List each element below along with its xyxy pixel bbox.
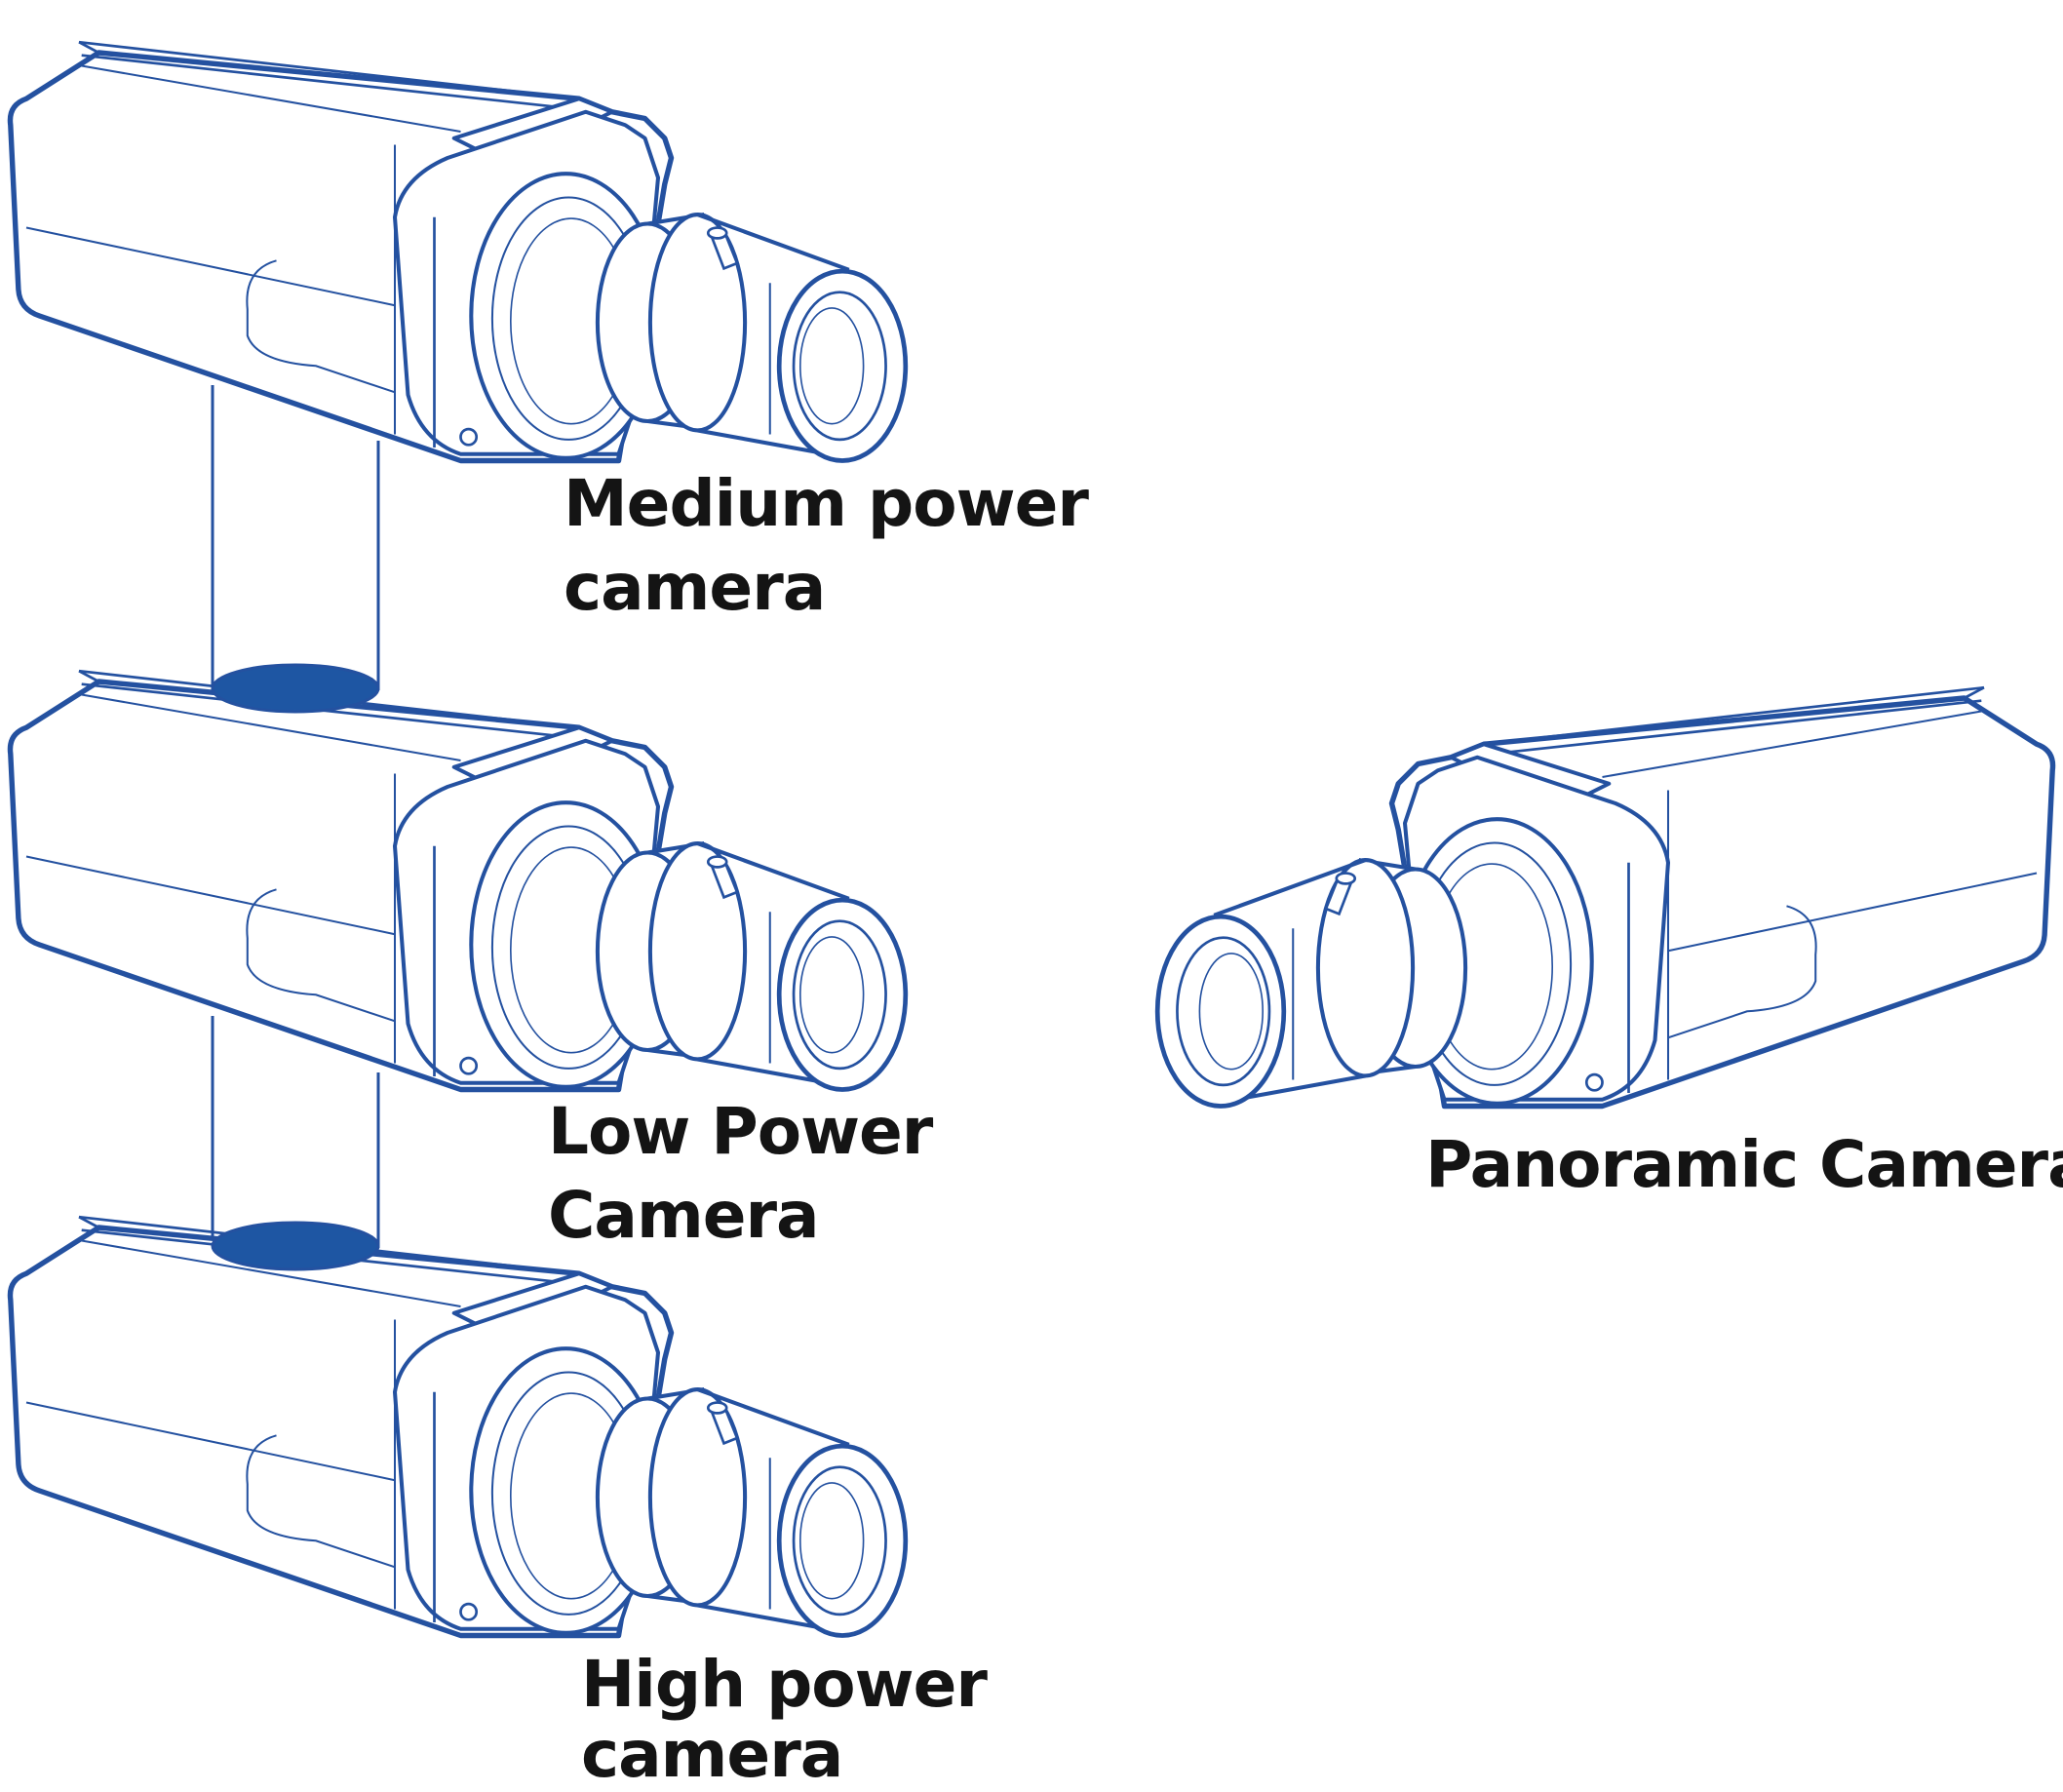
label-high-line1: High power [581,1647,988,1722]
label-medium-power-camera: Medium power camera [564,462,1089,630]
connector-low-high [211,1016,380,1248]
label-low-power-camera: Low Power Camera [548,1090,933,1258]
label-high-power-camera: High power camera [581,1647,988,1792]
label-medium-line1: Medium power [564,466,1089,541]
label-low-line1: Low Power [548,1094,933,1169]
connector-medium-low [211,385,380,690]
mount-disc-low [211,663,380,714]
label-panoramic-line1: Panoramic Camera [1425,1127,2063,1202]
label-medium-line2: camera [564,550,826,625]
medium-power-camera [10,42,905,460]
mount-disc-high [211,1221,380,1271]
label-low-line2: Camera [548,1178,820,1253]
label-high-line2: camera [581,1717,843,1792]
high-power-camera [10,1217,905,1635]
panoramic-camera [1157,687,2052,1106]
label-panoramic-camera: Panoramic Camera [1425,1123,2063,1207]
low-power-camera [10,671,905,1089]
